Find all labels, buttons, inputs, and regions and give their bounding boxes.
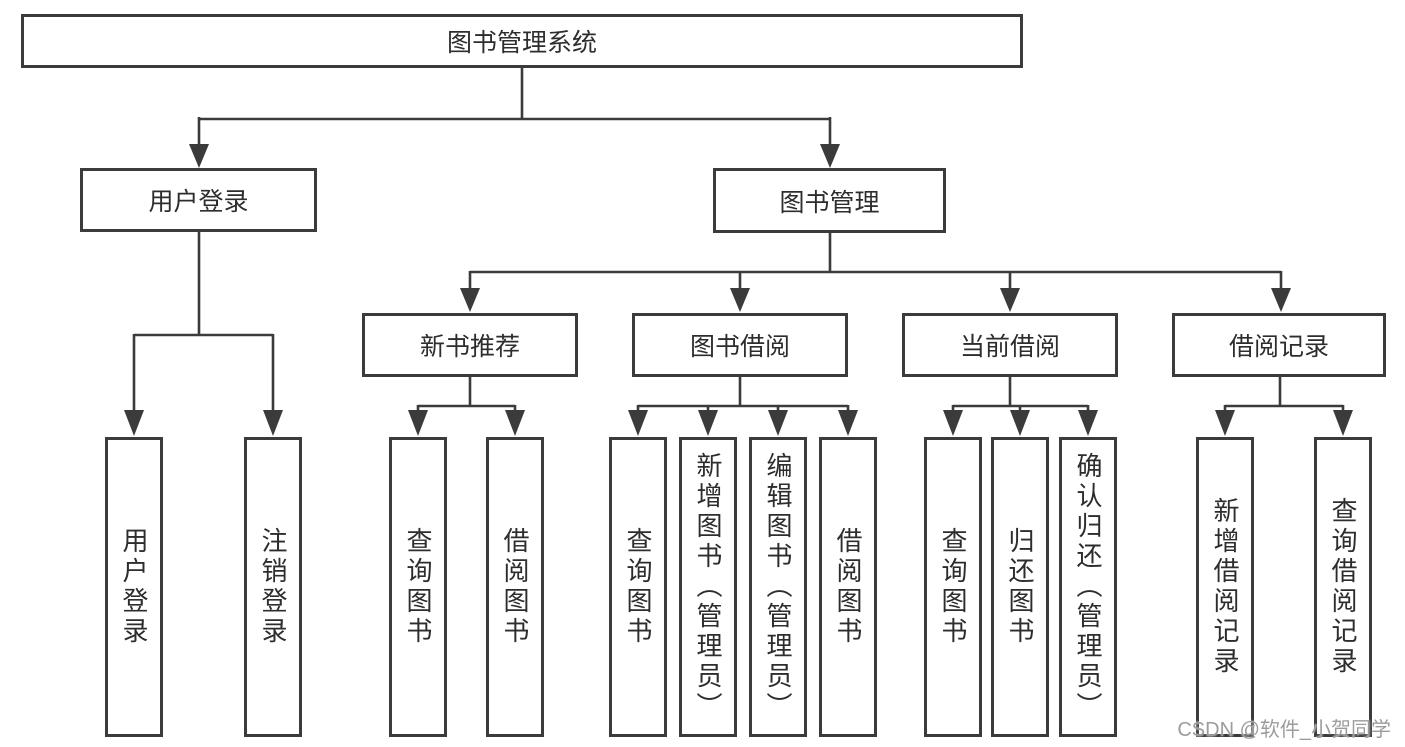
connector-user-login-children [132, 232, 275, 412]
arrowheads-user-login-children [124, 410, 283, 436]
node-add-borrow-record: 新增借阅记录 [1196, 437, 1254, 737]
node-edit-book-admin: 编辑图书（管理员） [749, 437, 807, 737]
node-add-borrow-record-label: 新增借阅记录 [1210, 497, 1240, 677]
connector-section-children [416, 377, 1345, 412]
node-query-borrow-record-label: 查询借阅记录 [1328, 497, 1358, 677]
node-new-book-recommend-label: 新书推荐 [419, 333, 520, 361]
node-current-borrow-label: 当前借阅 [959, 333, 1060, 361]
node-return-book: 归还图书 [991, 437, 1049, 737]
node-query-books-borrow: 查询图书 [609, 437, 667, 737]
node-borrow-books-recommend: 借阅图书 [486, 437, 544, 737]
node-borrow-books-leaf-label: 借阅图书 [833, 527, 863, 647]
node-query-borrow-record: 查询借阅记录 [1314, 437, 1372, 737]
node-confirm-return-admin: 确认归还（管理员） [1059, 437, 1117, 737]
node-logout-leaf: 注销登录 [244, 437, 302, 737]
node-root: 图书管理系统 [21, 14, 1023, 68]
node-confirm-return-admin-label: 确认归还（管理员） [1073, 452, 1103, 722]
node-book-mgmt-branch-label: 图书管理 [779, 188, 880, 217]
node-borrow-records-label: 借阅记录 [1228, 333, 1329, 361]
node-query-books-borrow-label: 查询图书 [623, 527, 653, 647]
node-query-books-current: 查询图书 [924, 437, 982, 737]
node-user-login-branch: 用户登录 [80, 168, 317, 232]
node-borrow-books-recommend-label: 借阅图书 [500, 527, 530, 647]
node-root-label: 图书管理系统 [446, 29, 597, 57]
node-book-borrow-label: 图书借阅 [689, 333, 790, 361]
node-book-mgmt-branch: 图书管理 [713, 168, 946, 233]
arrowheads-section-children [408, 410, 1353, 436]
watermark: CSDN @软件_小贺同学 [1177, 719, 1391, 741]
node-new-book-recommend: 新书推荐 [362, 313, 578, 377]
connector-root-to-level1 [197, 68, 832, 146]
node-current-borrow: 当前借阅 [902, 313, 1118, 377]
node-add-book-admin-label: 新增图书（管理员） [693, 452, 723, 722]
node-query-books-current-label: 查询图书 [938, 527, 968, 647]
node-return-book-label: 归还图书 [1005, 527, 1035, 647]
node-edit-book-admin-label: 编辑图书（管理员） [763, 452, 793, 722]
arrowheads-book-mgmt-sections [460, 288, 1291, 312]
node-borrow-records: 借阅记录 [1172, 313, 1386, 377]
node-user-login-leaf: 用户登录 [105, 437, 163, 737]
node-user-login-branch-label: 用户登录 [148, 188, 249, 216]
node-borrow-books-leaf: 借阅图书 [819, 437, 877, 737]
arrowheads-level1 [189, 144, 840, 168]
connector-book-mgmt-sections [468, 233, 1283, 290]
node-add-book-admin: 新增图书（管理员） [679, 437, 737, 737]
node-user-login-leaf-label: 用户登录 [119, 527, 149, 647]
node-query-books-recommend: 查询图书 [389, 437, 447, 737]
node-logout-leaf-label: 注销登录 [258, 527, 288, 647]
node-book-borrow: 图书借阅 [632, 313, 848, 377]
node-query-books-recommend-label: 查询图书 [403, 527, 433, 647]
